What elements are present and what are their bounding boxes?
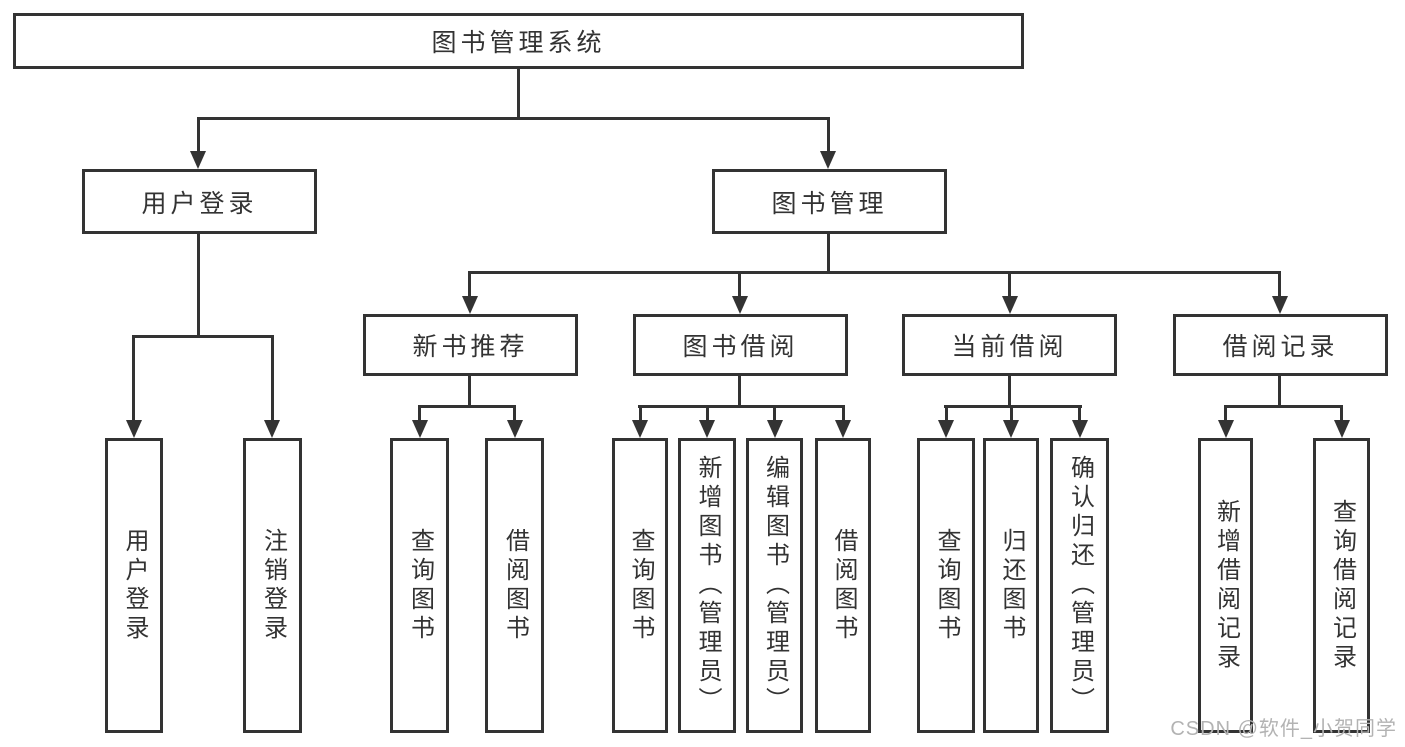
connector-stub: [773, 405, 776, 421]
connector-stub: [132, 335, 135, 421]
connector-stub: [1010, 405, 1013, 421]
leaf-label: 查询借阅记录: [1328, 498, 1356, 673]
connector-stub: [842, 405, 845, 421]
node-new-book-recommend: 新书推荐: [363, 314, 578, 376]
connector-stub: [827, 117, 830, 152]
leaf-label: 查询图书: [933, 527, 960, 644]
connector-stub: [1224, 405, 1227, 421]
connector-stub: [513, 405, 516, 421]
connector-stub: [1078, 405, 1081, 421]
connector-split: [418, 405, 516, 408]
node-leaf-cb-confirm-return-admin: 确认归还（管理员）: [1050, 438, 1109, 733]
arrow-down-icon: [938, 420, 954, 438]
connector-stem: [738, 376, 741, 407]
arrow-down-icon: [412, 420, 428, 438]
connector-stub: [945, 405, 948, 421]
leaf-label: 借阅图书: [830, 527, 857, 644]
connector-stub: [418, 405, 421, 421]
leaf-label: 查询图书: [406, 527, 434, 644]
leaf-label: 查询图书: [627, 527, 654, 644]
leaf-label: 新增借阅记录: [1212, 498, 1240, 673]
arrow-down-icon: [767, 420, 783, 438]
connector-stem: [468, 376, 471, 407]
connector-stem: [1008, 376, 1011, 407]
connector-stub: [738, 271, 741, 297]
arrow-down-icon: [835, 420, 851, 438]
node-book-borrow: 图书借阅: [633, 314, 848, 376]
node-leaf-bb-borrow-books: 借阅图书: [815, 438, 871, 733]
connector-stub: [271, 335, 274, 421]
leaf-label: 用户登录: [121, 527, 148, 644]
connector-root-stem: [517, 69, 520, 117]
node-book-management: 图书管理: [712, 169, 947, 234]
leaf-label: 新增图书（管理员）: [694, 455, 721, 716]
node-leaf-cb-query-books: 查询图书: [917, 438, 975, 733]
connector-split: [468, 271, 1281, 274]
node-leaf-cb-return-books: 归还图书: [983, 438, 1039, 733]
node-root-system: 图书管理系统: [13, 13, 1024, 69]
arrow-down-icon: [264, 420, 280, 438]
node-leaf-nb-query-books: 查询图书: [390, 438, 449, 733]
arrow-down-icon: [1002, 296, 1018, 314]
node-leaf-nb-borrow-books: 借阅图书: [485, 438, 544, 733]
connector-stem: [197, 234, 200, 337]
connector-root-split: [197, 117, 830, 120]
csdn-watermark: CSDN @软件_小贺同学: [1170, 718, 1397, 740]
node-leaf-br-add-record: 新增借阅记录: [1198, 438, 1253, 733]
arrow-down-icon: [126, 420, 142, 438]
connector-stem: [827, 234, 830, 273]
node-leaf-bb-add-books-admin: 新增图书（管理员）: [678, 438, 736, 733]
arrow-down-icon: [699, 420, 715, 438]
node-leaf-br-query-record: 查询借阅记录: [1313, 438, 1370, 733]
connector-stub: [1340, 405, 1343, 421]
connector-stub: [1008, 271, 1011, 297]
connector-split: [1224, 405, 1343, 408]
connector-stub: [197, 117, 200, 152]
node-leaf-user-login: 用户登录: [105, 438, 163, 733]
leaf-label: 编辑图书（管理员）: [761, 455, 789, 716]
node-current-borrow: 当前借阅: [902, 314, 1117, 376]
node-leaf-bb-edit-books-admin: 编辑图书（管理员）: [746, 438, 803, 733]
connector-split: [944, 405, 1082, 408]
arrow-down-icon: [507, 420, 523, 438]
leaf-label: 确认归还（管理员）: [1066, 455, 1094, 716]
connector-split: [132, 335, 274, 338]
arrow-down-icon: [732, 296, 748, 314]
node-leaf-bb-query-books: 查询图书: [612, 438, 668, 733]
arrow-down-icon: [632, 420, 648, 438]
arrow-down-icon: [1272, 296, 1288, 314]
node-leaf-logout: 注销登录: [243, 438, 302, 733]
leaf-label: 归还图书: [998, 527, 1025, 644]
arrow-down-icon: [1072, 420, 1088, 438]
arrow-down-icon: [462, 296, 478, 314]
leaf-label: 注销登录: [259, 527, 287, 644]
connector-stem: [1278, 376, 1281, 407]
arrow-down-icon: [1003, 420, 1019, 438]
node-user-login: 用户登录: [82, 169, 317, 234]
arrow-down-icon: [1334, 420, 1350, 438]
arrow-down-icon: [820, 151, 836, 169]
leaf-label: 借阅图书: [501, 527, 529, 644]
connector-stub: [706, 405, 709, 421]
arrow-down-icon: [1218, 420, 1234, 438]
connector-split: [638, 405, 845, 408]
arrow-down-icon: [190, 151, 206, 169]
connector-stub: [639, 405, 642, 421]
connector-stub: [1278, 271, 1281, 297]
connector-stub: [468, 271, 471, 297]
node-borrow-records: 借阅记录: [1173, 314, 1388, 376]
